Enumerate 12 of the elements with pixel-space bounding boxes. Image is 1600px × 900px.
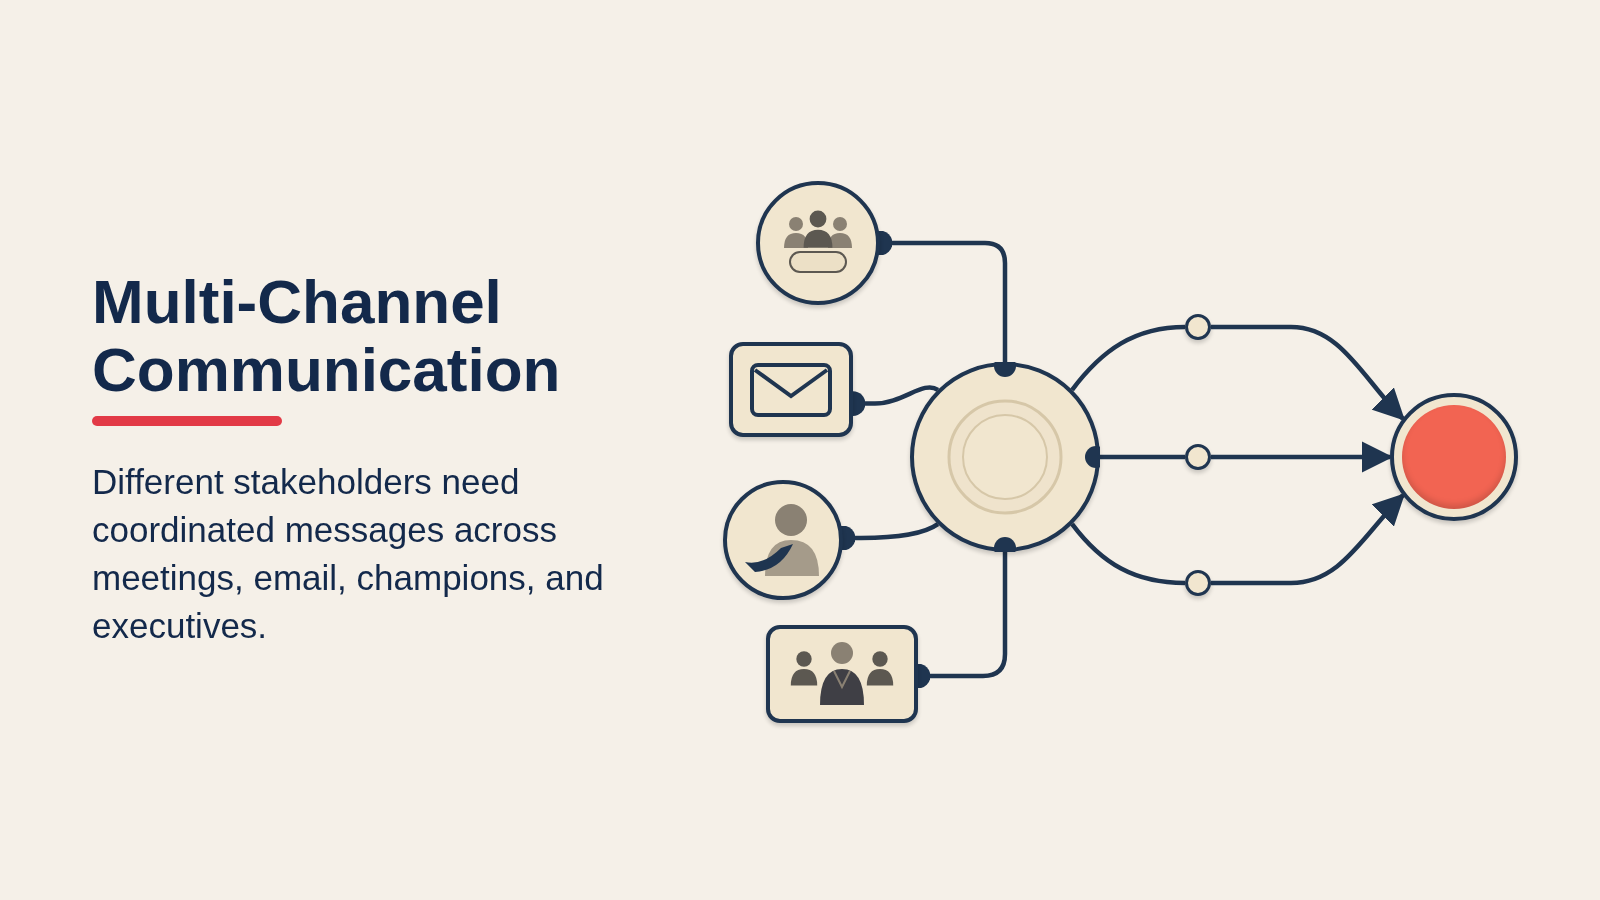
- waypoint-circle: [1185, 570, 1211, 596]
- icon-tile: [729, 342, 853, 437]
- connector: [1100, 454, 1185, 460]
- description: Different stakeholders need coordinated messages across meetings, email, champions, and executives.: [92, 461, 605, 647]
- connector: [1211, 324, 1405, 421]
- waypoint-circle: [1185, 314, 1211, 340]
- icon-tile: [766, 625, 918, 723]
- connector: [1070, 522, 1186, 586]
- waypoint-circle: [1185, 444, 1211, 470]
- connector: [1211, 493, 1405, 586]
- title: Multi-Channel Communication: [92, 268, 562, 404]
- connector: [1070, 324, 1186, 392]
